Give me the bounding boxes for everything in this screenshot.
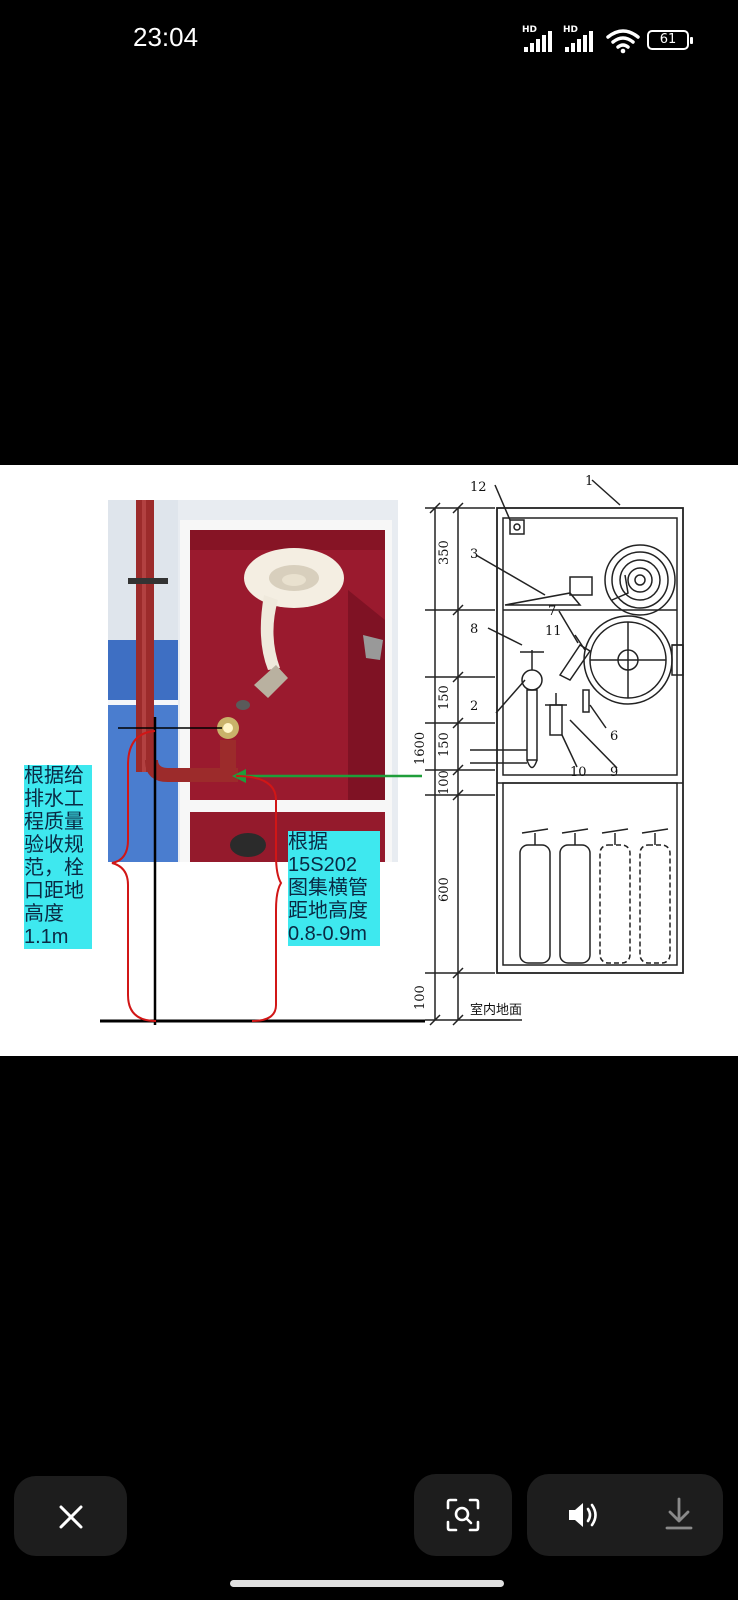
part-1: 1	[585, 474, 593, 489]
home-indicator[interactable]	[230, 1580, 504, 1587]
part-12: 12	[470, 480, 487, 495]
part-8: 8	[470, 622, 478, 637]
annotation-left: 根据给 排水工 程质量 验收规 范，栓 口距地 高度 1.1m	[24, 765, 92, 949]
part-2: 2	[470, 699, 478, 714]
annotation-right: 根据 15S202 图集横管 距地高度 0.8-0.9m	[288, 831, 380, 946]
lens-search-icon	[446, 1498, 480, 1532]
floor-label: 室内地面	[470, 1002, 522, 1018]
close-button[interactable]	[14, 1476, 127, 1556]
sound-button[interactable]	[527, 1474, 637, 1556]
dim-100a: 100	[437, 770, 452, 795]
annotation-overlay	[100, 717, 425, 1025]
part-3: 3	[470, 547, 478, 562]
lens-search-button[interactable]	[414, 1474, 512, 1556]
dim-100b: 100	[413, 985, 428, 1010]
dim-150a: 150	[437, 685, 452, 710]
signal-strength-icon-2: HD	[563, 25, 597, 52]
close-icon	[59, 1505, 83, 1529]
part-6: 6	[610, 729, 618, 744]
technical-drawing: 350 150 150 100 600 100 1600 1 3 12 8 7 …	[413, 474, 684, 1026]
dim-1600: 1600	[413, 732, 428, 765]
battery-icon: 61	[647, 30, 693, 50]
dim-150b: 150	[437, 732, 452, 757]
dim-600: 600	[437, 877, 452, 902]
signal-strength-icon: HD	[522, 25, 556, 52]
dim-350: 350	[437, 540, 452, 565]
status-bar: 23:04 HD HD 61	[0, 0, 738, 80]
download-button[interactable]	[637, 1474, 723, 1556]
part-9: 9	[610, 765, 618, 780]
viewed-image[interactable]: 350 150 150 100 600 100 1600 1 3 12 8 7 …	[0, 465, 738, 1056]
speaker-icon	[569, 1503, 597, 1527]
hd-label-2: HD	[563, 25, 579, 35]
part-7: 7	[548, 604, 556, 619]
battery-level: 61	[659, 32, 677, 47]
part-10: 10	[570, 765, 587, 780]
wifi-icon	[606, 29, 640, 54]
status-time: 23:04	[133, 22, 199, 52]
download-icon	[665, 1497, 693, 1530]
hd-label: HD	[522, 25, 538, 35]
fire-cabinet-photo	[108, 500, 398, 862]
part-11: 11	[545, 624, 562, 639]
media-controls	[527, 1474, 723, 1556]
